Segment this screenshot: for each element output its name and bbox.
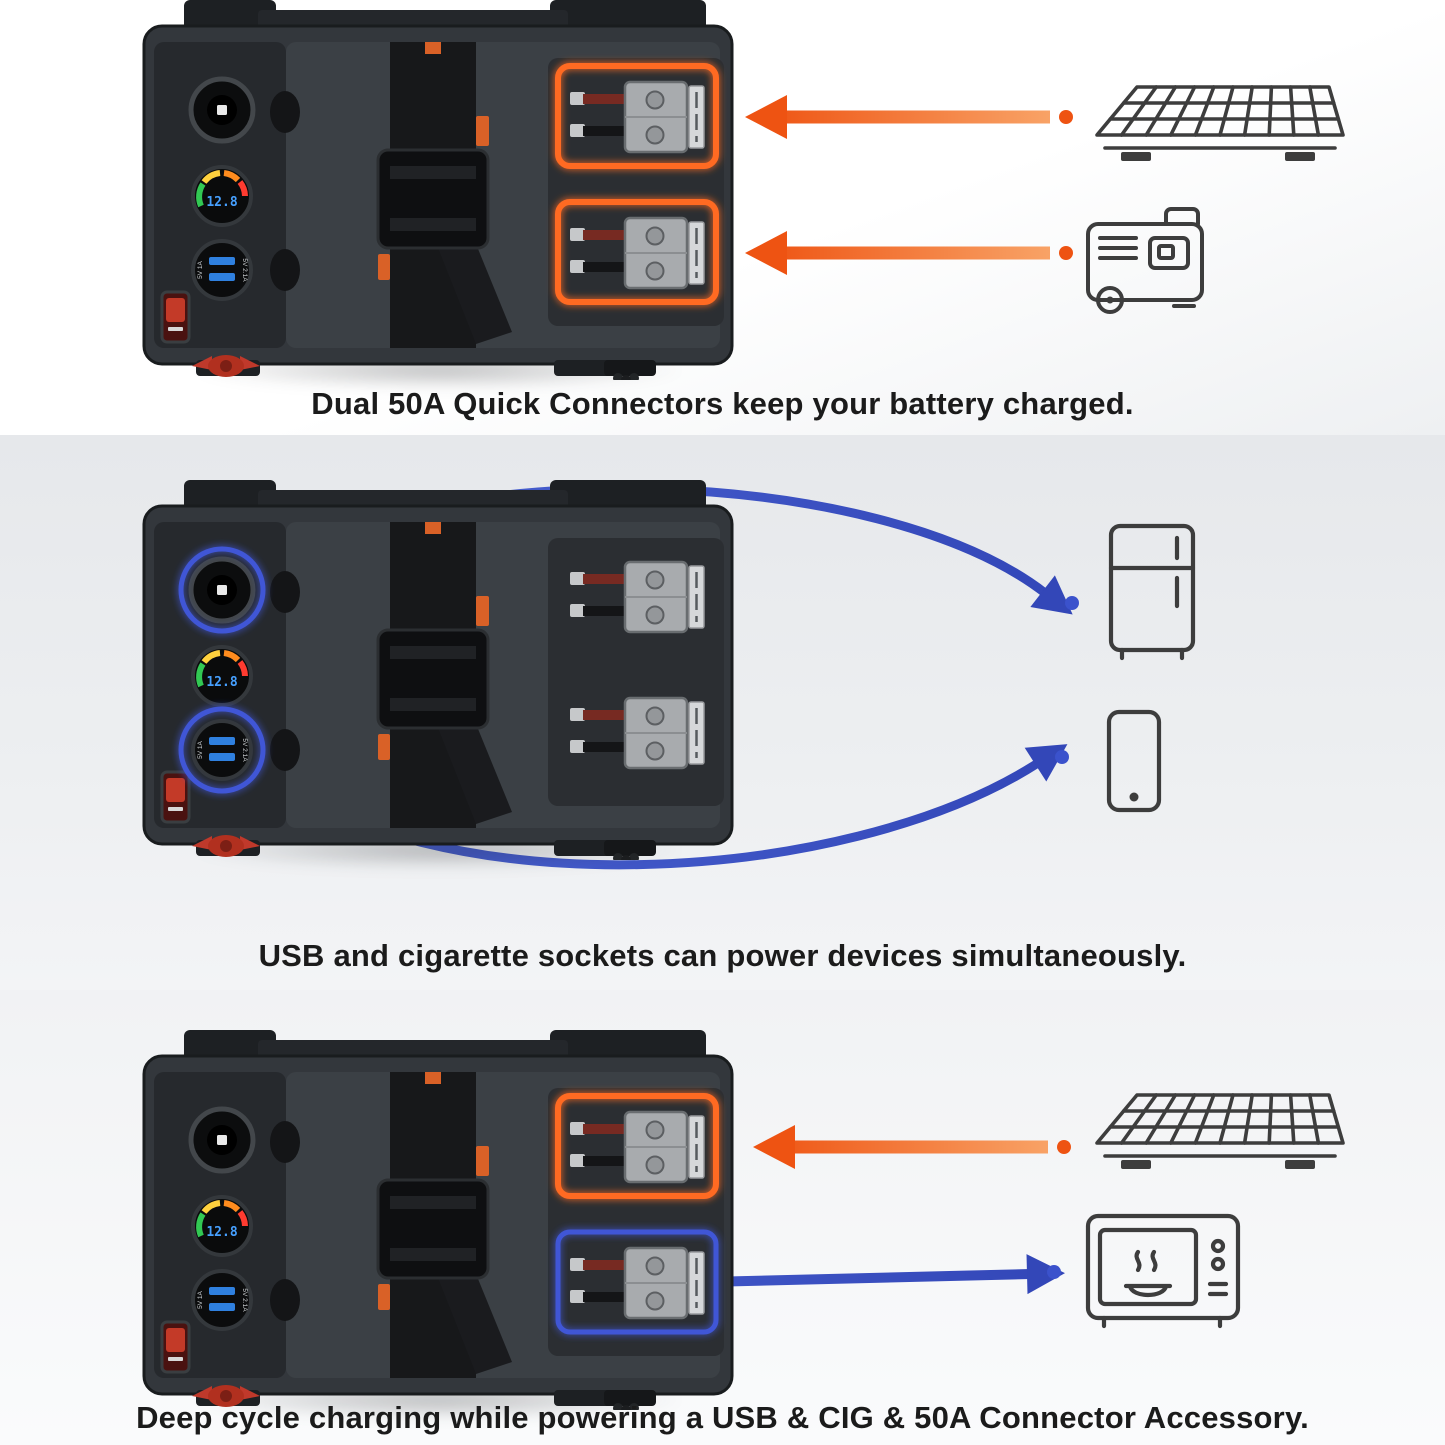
section-usb-cig-output: USB and cigarette sockets can power devi… bbox=[0, 435, 1445, 990]
connector-highlight-orange bbox=[555, 199, 719, 305]
arrow-dot bbox=[1047, 1265, 1061, 1279]
solar-panel-icon bbox=[1085, 82, 1350, 179]
section-dual-50a-charging: Dual 50A Quick Connectors keep your batt… bbox=[0, 0, 1445, 435]
arrow-dot bbox=[1057, 1140, 1071, 1154]
generator-icon bbox=[1080, 202, 1212, 325]
power-arrow-microwave bbox=[705, 1254, 1065, 1295]
battery-box bbox=[138, 0, 738, 380]
battery-box bbox=[138, 1030, 738, 1410]
arrow-dot bbox=[1065, 596, 1079, 610]
arrow-dot bbox=[1055, 750, 1069, 764]
smartphone-icon bbox=[1103, 708, 1165, 819]
refrigerator-icon bbox=[1098, 522, 1208, 667]
connector-highlight-orange bbox=[555, 1093, 719, 1199]
connector-highlight-blue bbox=[555, 1229, 719, 1335]
usb-socket-highlight-blue bbox=[178, 706, 266, 794]
battery-box bbox=[138, 480, 738, 860]
microwave-icon bbox=[1082, 1202, 1244, 1339]
section-charge-and-power: Deep cycle charging while powering a USB… bbox=[0, 990, 1445, 1445]
solar-panel-icon bbox=[1085, 1090, 1350, 1187]
caption-deep-cycle: Deep cycle charging while powering a USB… bbox=[136, 1400, 1309, 1435]
arrow-dot bbox=[1059, 110, 1073, 124]
caption-usb-cig: USB and cigarette sockets can power devi… bbox=[258, 938, 1187, 973]
cig-socket-highlight-blue bbox=[178, 546, 266, 634]
connector-highlight-orange bbox=[555, 63, 719, 169]
caption-dual-50a: Dual 50A Quick Connectors keep your batt… bbox=[311, 386, 1134, 421]
arrow-dot bbox=[1059, 246, 1073, 260]
